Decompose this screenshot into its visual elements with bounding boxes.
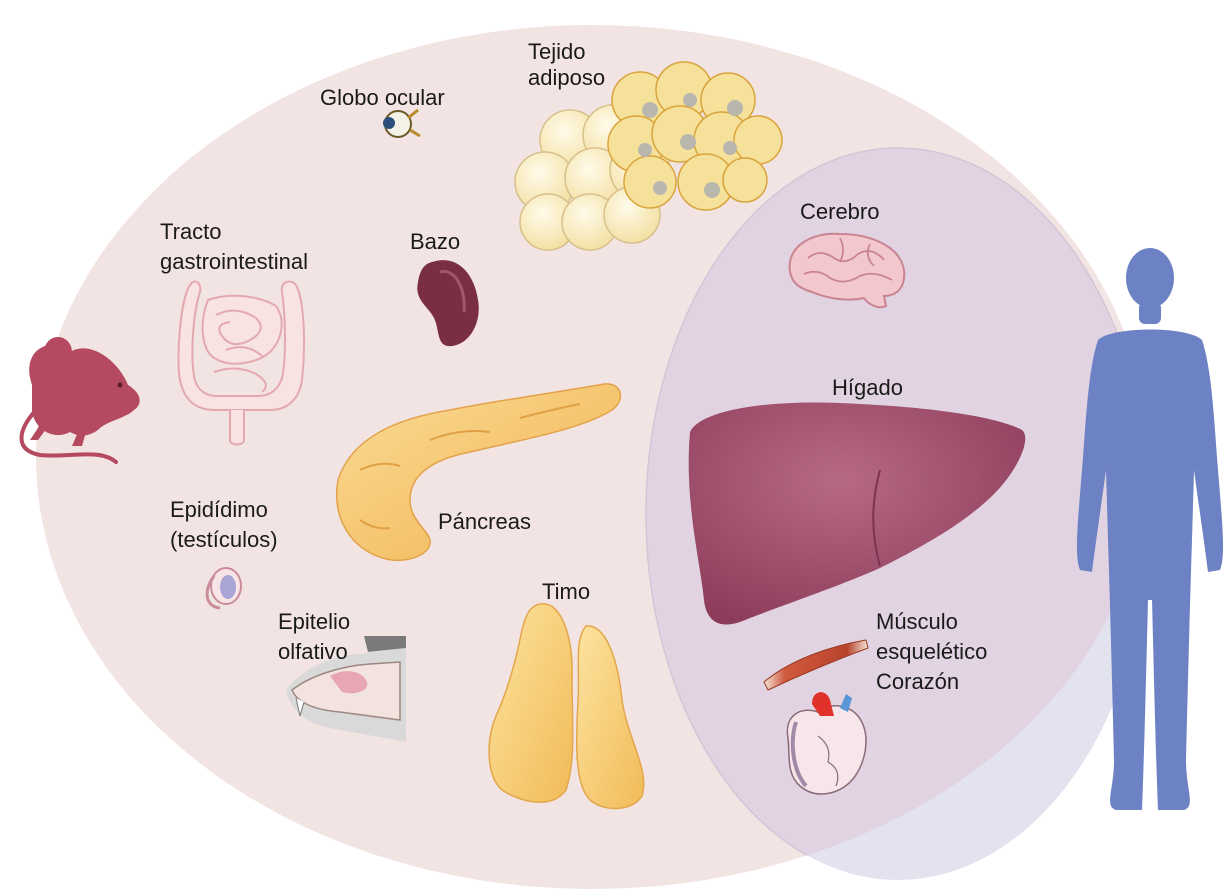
cerebro-label: Cerebro: [800, 198, 879, 226]
corazon-label: Corazón: [876, 668, 959, 696]
globo-ocular-label: Globo ocular: [320, 84, 445, 112]
higado-label: Hígado: [832, 374, 903, 402]
bazo-label: Bazo: [410, 228, 460, 256]
epitelio-label-2: olfativo: [278, 638, 348, 666]
epididimo-label-2: (testículos): [170, 526, 278, 554]
epitelio-label-1: Epitelio: [278, 608, 350, 636]
musculo-label-2: esquelético: [876, 638, 987, 666]
tejido-adiposo-label-1: Tejido: [528, 38, 585, 66]
tejido-adiposo-label-2: adiposo: [528, 64, 605, 92]
timo-label: Timo: [542, 578, 590, 606]
musculo-label-1: Músculo: [876, 608, 958, 636]
tracto-label-1: Tracto: [160, 218, 222, 246]
tracto-label-2: gastrointestinal: [160, 248, 308, 276]
pancreas-label: Páncreas: [438, 508, 531, 536]
epididimo-label-1: Epidídimo: [170, 496, 268, 524]
